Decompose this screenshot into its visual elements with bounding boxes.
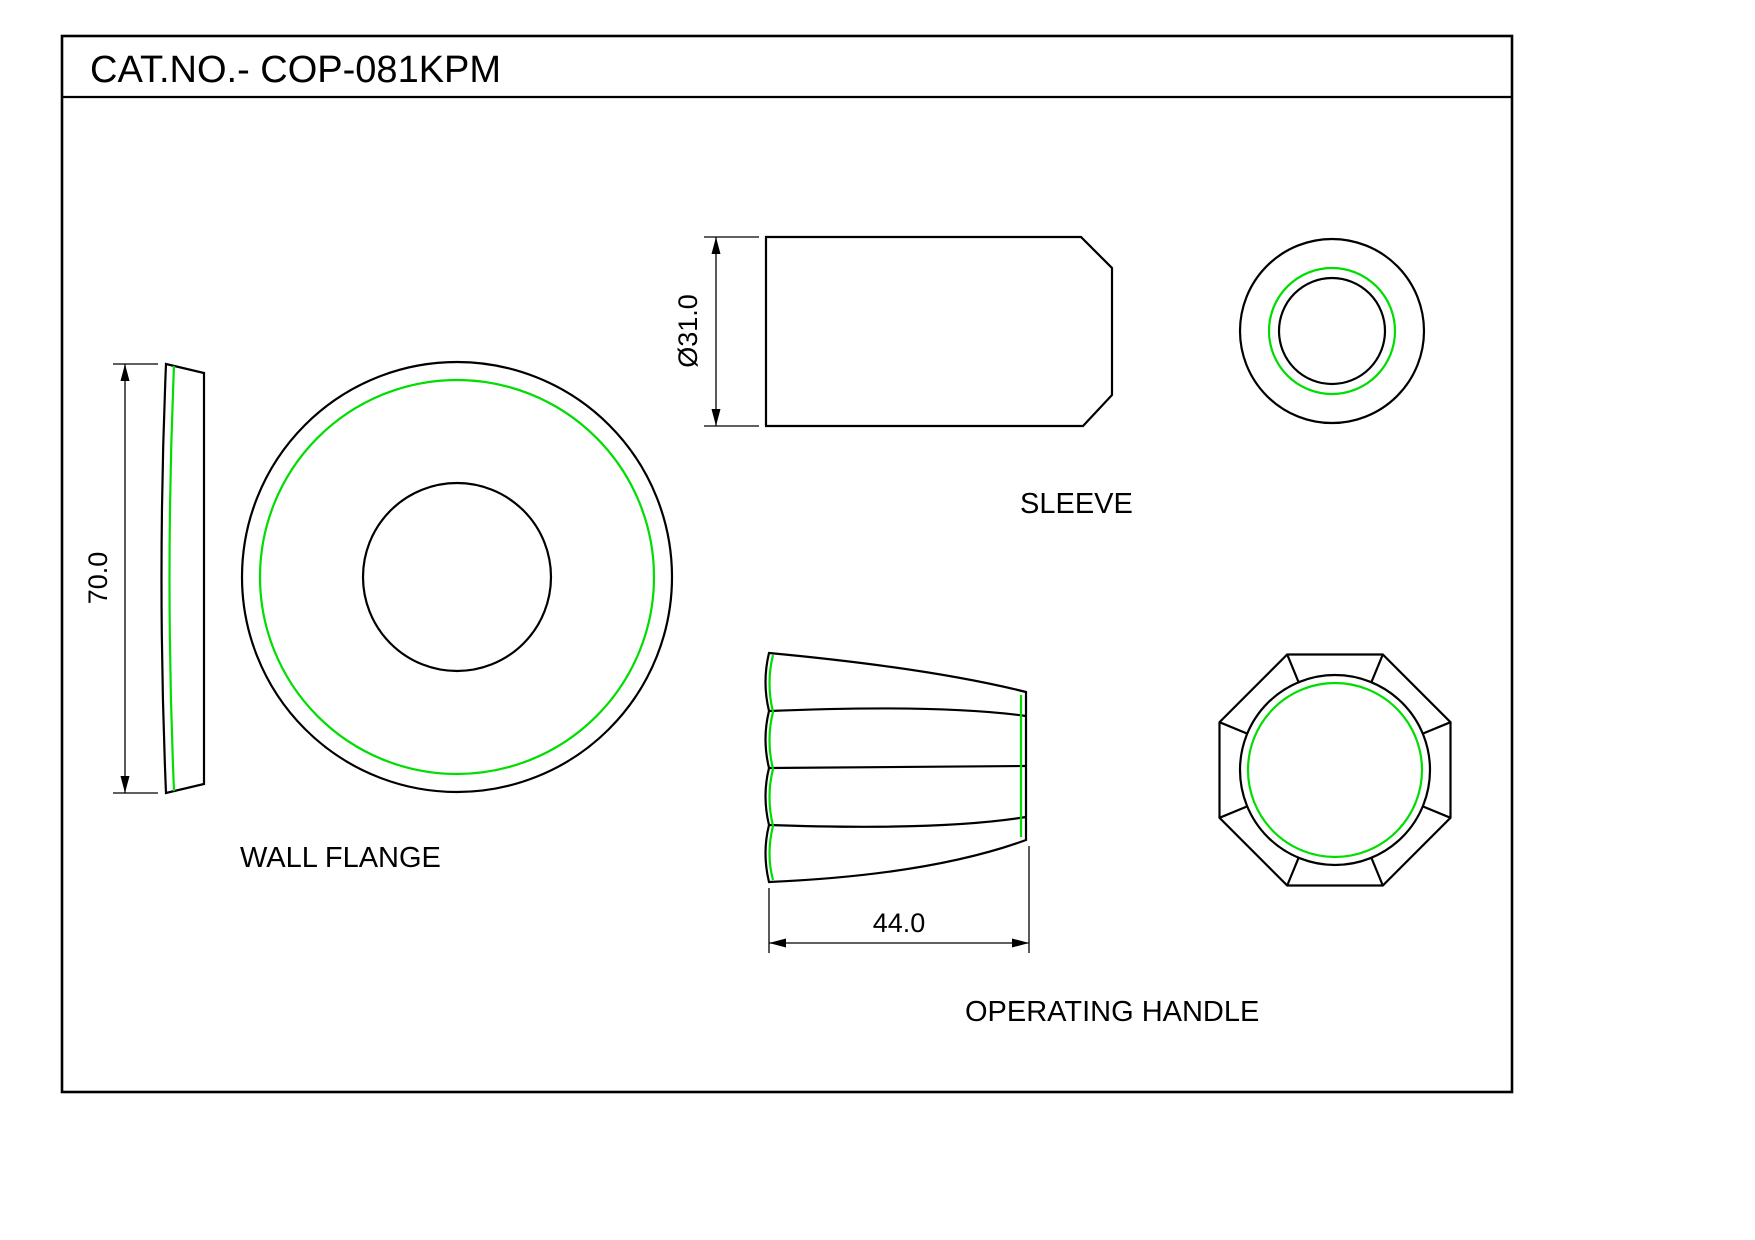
text-layer: CAT.NO.- COP-081KPM 70.0 WALL FLANGE Ø31… (83, 49, 1259, 1028)
flange-height-dimension-text: 70.0 (83, 552, 113, 605)
handle-facet-line (1422, 721, 1451, 735)
arrowhead-up (120, 364, 130, 381)
handle-front-octagon (1218, 653, 1452, 887)
sleeve-side-outline (764, 235, 1114, 428)
sleeve-label: SLEEVE (1020, 488, 1133, 520)
handle-facet-line (1370, 857, 1384, 886)
accent-layer (168, 266, 1424, 881)
handle-front-circle (1238, 673, 1432, 867)
sleeve-front-outer-circle (1238, 237, 1426, 425)
arrowhead-layer (120, 237, 1029, 948)
handle-facet-line (1219, 805, 1248, 819)
wall-flange-hole-circle (361, 481, 553, 673)
handle-side-left-accent-line (768, 654, 775, 881)
dimension-layer (113, 236, 1030, 953)
sleeve-diameter-dimension-text: Ø31.0 (673, 294, 703, 368)
handle-facet-line (1219, 721, 1248, 735)
arrowhead-up (711, 237, 721, 254)
outline-layer (60, 34, 1514, 1094)
handle-flute-line-2 (768, 764, 1027, 770)
drawing-border (60, 34, 1514, 1094)
handle-flute-line-1 (768, 707, 1027, 718)
wall-flange-label: WALL FLANGE (240, 842, 441, 874)
operating-handle-label: OPERATING HANDLE (965, 996, 1259, 1028)
handle-facet-line (1286, 654, 1300, 683)
wall-flange-outer-circle (240, 360, 674, 794)
handle-front-accent-circle (1246, 681, 1424, 859)
wall-flange-side-accent-line (168, 365, 176, 792)
handle-facet-line (1422, 805, 1451, 819)
arrowhead-left (769, 938, 786, 948)
catalog-number: CAT.NO.- COP-081KPM (90, 49, 501, 91)
handle-length-dimension-text: 44.0 (873, 908, 926, 938)
handle-facet-line (1370, 654, 1384, 683)
arrowhead-down (711, 409, 721, 426)
arrowhead-down (120, 776, 130, 793)
wall-flange-side-outline (160, 362, 206, 795)
handle-flute-line-3 (768, 815, 1027, 828)
arrowhead-right (1012, 938, 1029, 948)
handle-facet-line (1286, 857, 1300, 886)
wall-flange-accent-circle (258, 378, 656, 776)
handle-side-outline (764, 651, 1028, 884)
sleeve-front-hole-circle (1277, 276, 1387, 386)
sleeve-accent-circle (1267, 266, 1397, 396)
